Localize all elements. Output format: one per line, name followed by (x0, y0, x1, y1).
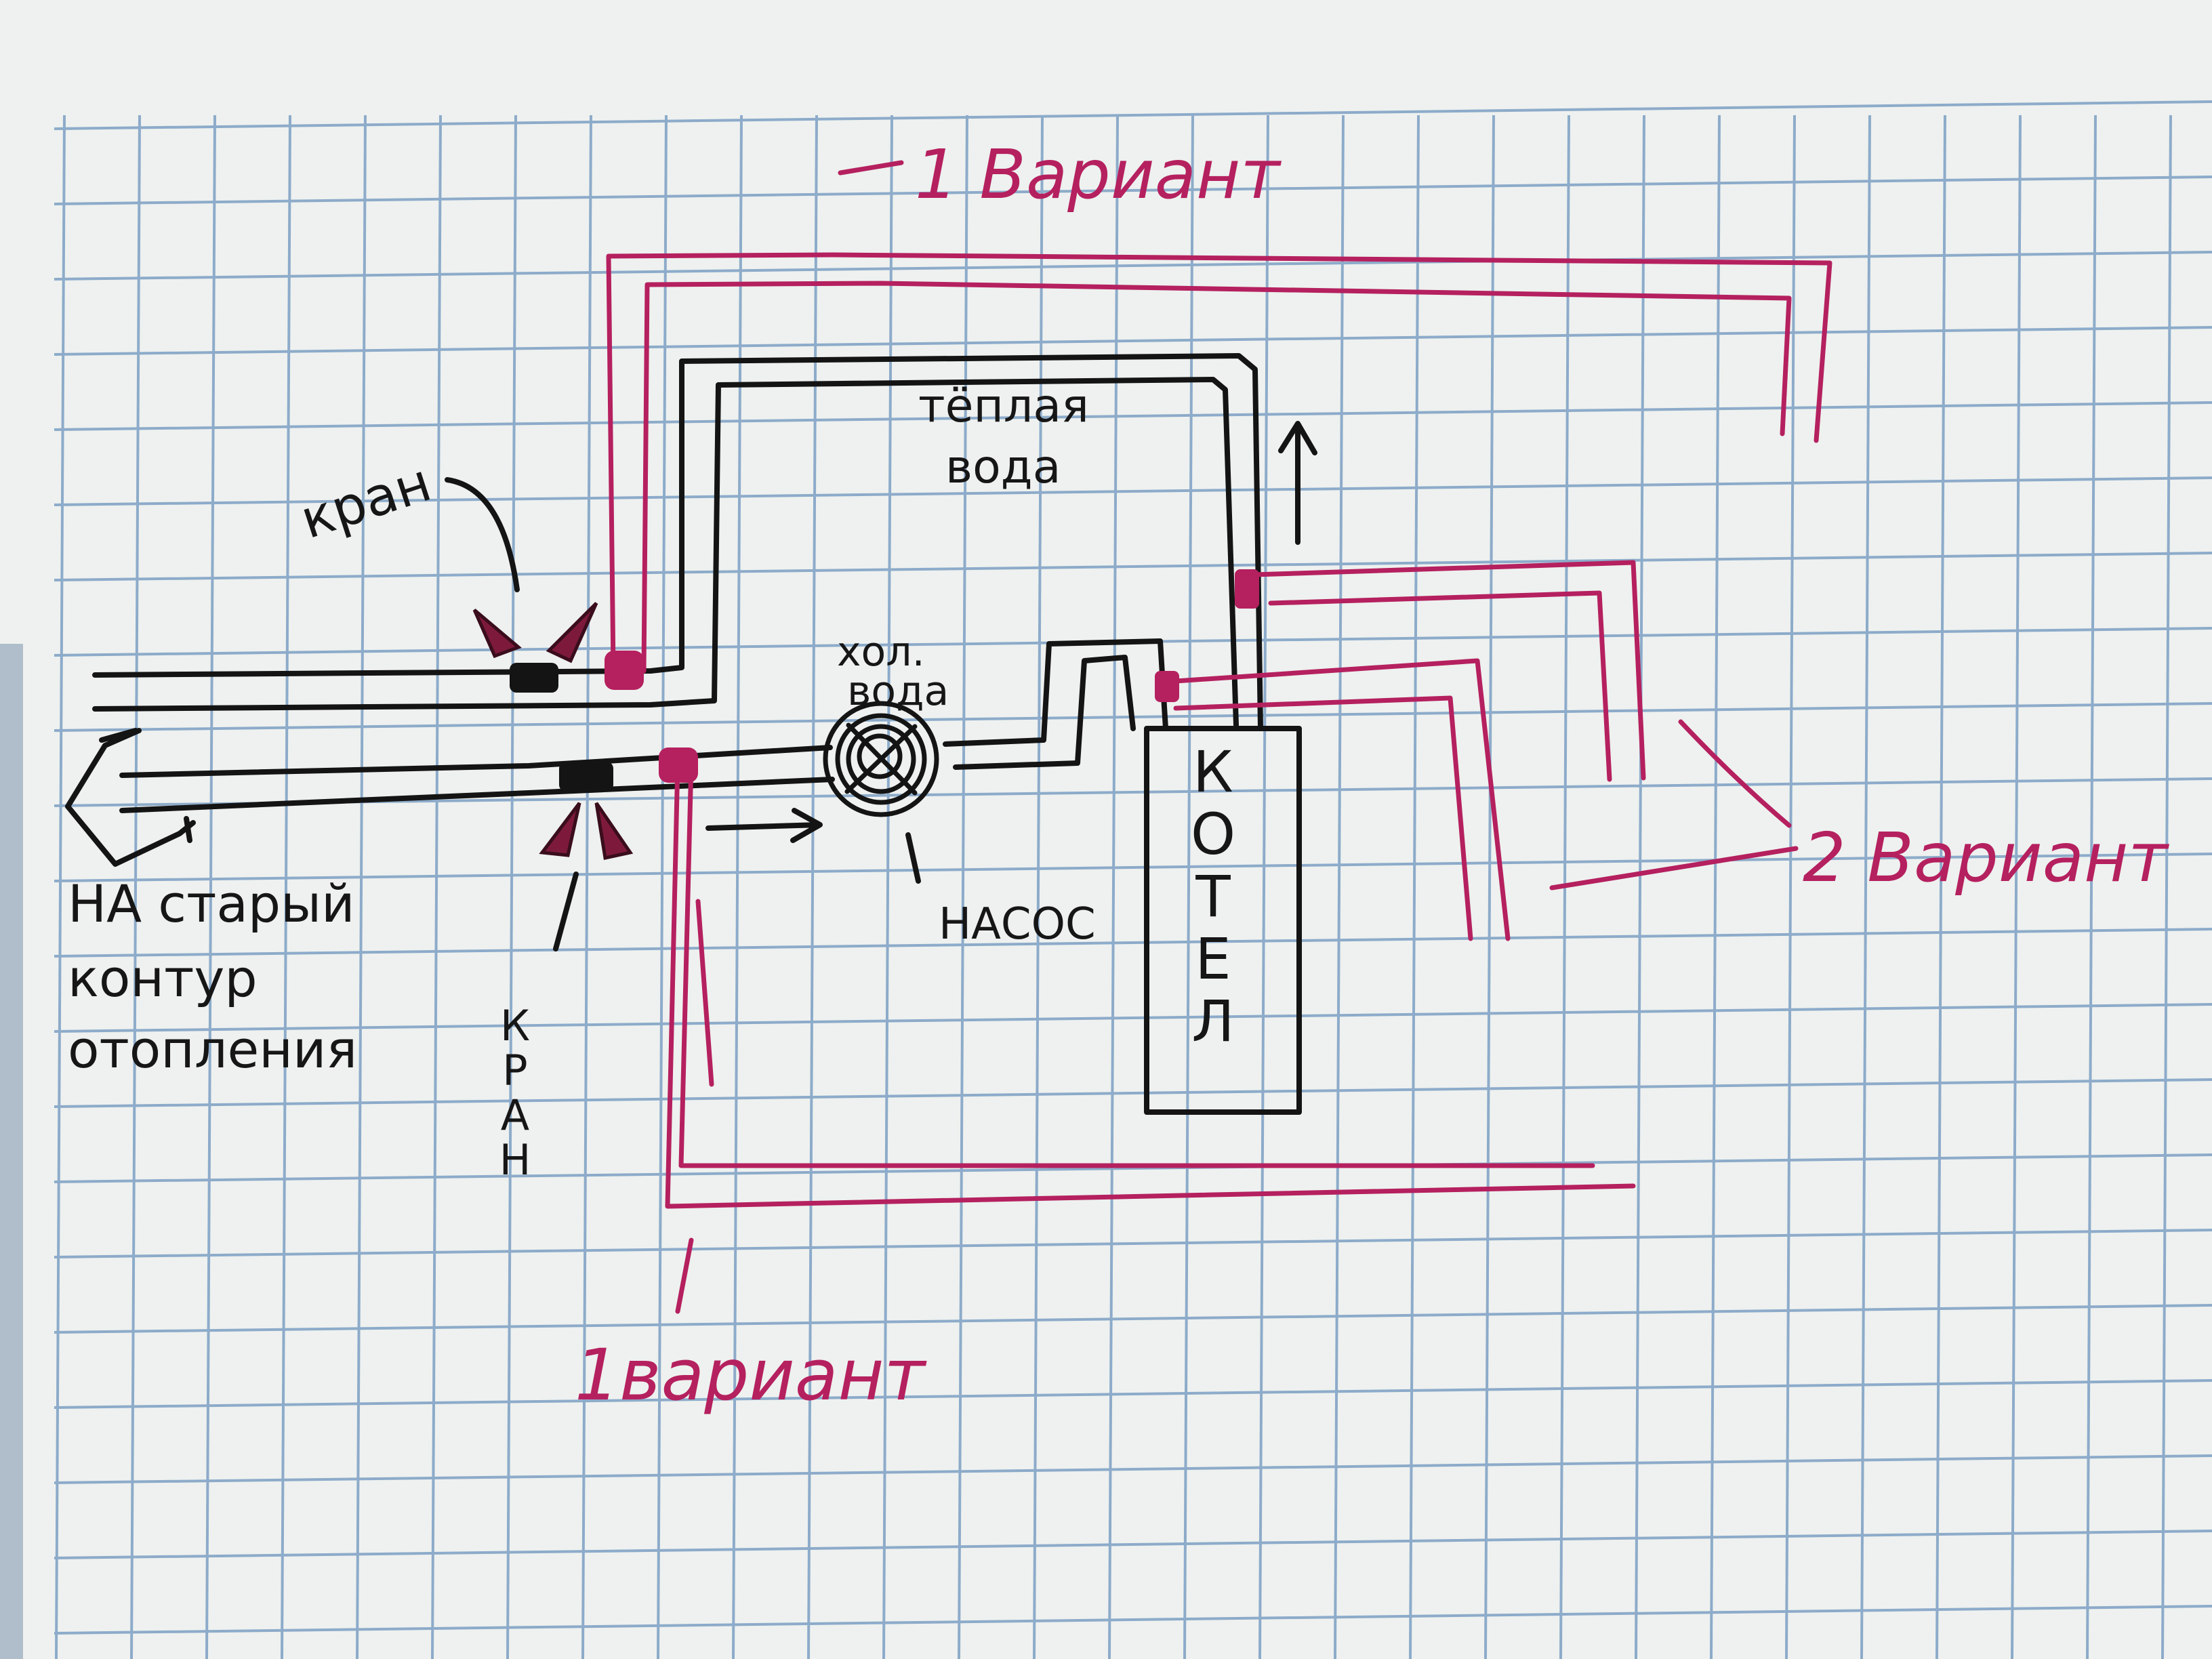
variant-2-pipe (1173, 560, 1799, 941)
grid-line-vertical (1484, 115, 1495, 1659)
flow-right-arrow-icon (705, 808, 823, 843)
grid-line-horizontal (54, 401, 2212, 431)
old-circuit-arrows-icon (65, 728, 196, 867)
grid-line-horizontal (54, 1153, 2212, 1183)
pump-pointer-line (905, 832, 921, 884)
old-circuit-label-line3: отопления (68, 1019, 357, 1080)
warm-water-label-line1: тёплая (918, 380, 1089, 433)
valve-top-symbol (472, 602, 598, 693)
grid-line-horizontal (54, 1229, 2212, 1258)
variant-2-label: 2 Вариант (1803, 818, 2169, 897)
grid-line-vertical (958, 115, 968, 1659)
valve-bottom-letters-letter: А (501, 1090, 529, 1140)
grid-line-vertical (1785, 115, 1796, 1659)
pump-symbol (823, 701, 939, 817)
notebook-cover-edge (0, 644, 23, 1659)
variant-1-top-label: 1 Вариант (915, 135, 1282, 214)
grid-line-vertical (1710, 115, 1721, 1659)
grid-line-horizontal (54, 777, 2212, 807)
grid-line-vertical (2086, 115, 2097, 1659)
valve-bottom-letters-letter: К (500, 1001, 530, 1050)
cold-water-label-line1: хол. (837, 628, 925, 676)
grid-line-horizontal (54, 476, 2212, 506)
grid-line-vertical (1860, 115, 1871, 1659)
grid-line-vertical (1936, 115, 1946, 1659)
grid-line-vertical (2161, 115, 2172, 1659)
boiler-letters-letter: О (1191, 801, 1235, 867)
grid-line-horizontal (54, 1454, 2212, 1484)
boiler-letters-letter: К (1193, 739, 1233, 805)
boiler-letters-letter: Т (1195, 863, 1231, 930)
boiler-letters-letter: Л (1191, 988, 1234, 1054)
flow-arrows (65, 421, 1317, 951)
grid-line-horizontal (54, 1078, 2212, 1108)
flow-up-arrow-icon (1278, 421, 1317, 545)
grid-line-horizontal (54, 1379, 2212, 1409)
warm-water-label-line2: вода (945, 441, 1061, 494)
grid-line-vertical (281, 115, 291, 1659)
grid-line-vertical (356, 115, 367, 1659)
grid-line-vertical (1635, 115, 1645, 1659)
grid-line-horizontal (54, 326, 2212, 356)
valve-bottom-letters-letter: Р (502, 1046, 527, 1095)
boiler-box (1144, 726, 1302, 1115)
grid-line-vertical (1183, 115, 1194, 1659)
grid-line-horizontal (54, 100, 2212, 130)
grid-line-horizontal (54, 1530, 2212, 1559)
grid-line-vertical (55, 115, 66, 1659)
grid-line-vertical (1334, 115, 1345, 1659)
valve-bottom-pointer-line (553, 872, 579, 951)
cold-water-pipe (119, 638, 1168, 813)
variant-1-bottom-label: 1вариант (575, 1334, 928, 1416)
variant-1-bottom-pipe (665, 760, 1636, 1314)
grid-line-horizontal (54, 1304, 2212, 1334)
grid-line-horizontal (54, 853, 2212, 882)
boiler-letters-letter: Е (1195, 926, 1231, 992)
warm-water-pipe (92, 353, 1263, 731)
grid-line-horizontal (54, 1003, 2212, 1033)
grid-line-vertical (882, 115, 893, 1659)
old-circuit-label-line2: контур (68, 948, 258, 1008)
grid-line-vertical (1258, 115, 1269, 1659)
red-joints (605, 569, 1259, 783)
grid-line-vertical (130, 115, 141, 1659)
grid-line-horizontal (54, 251, 2212, 281)
grid-line-vertical (2011, 115, 2022, 1659)
grid-line-horizontal (54, 552, 2212, 581)
valve-top-pointer-line (445, 477, 520, 592)
grid-line-horizontal (54, 176, 2212, 205)
grid-line-vertical (657, 115, 668, 1659)
graph-paper-grid (54, 100, 2212, 1659)
old-circuit-label-line1: НА старый (68, 874, 355, 934)
variant-1-top-pipe (606, 160, 1832, 674)
grid-line-vertical (732, 115, 743, 1659)
valve-bottom-symbol (539, 762, 634, 861)
valve-bottom-letters-letter: Н (499, 1135, 531, 1185)
grid-line-vertical (1108, 115, 1119, 1659)
cold-water-label-line2: вода (847, 668, 949, 715)
grid-line-vertical (807, 115, 818, 1659)
grid-line-vertical (1033, 115, 1044, 1659)
grid-line-horizontal (54, 1605, 2212, 1635)
grid-line-vertical (205, 115, 216, 1659)
grid-line-horizontal (54, 928, 2212, 958)
grid-line-vertical (1409, 115, 1420, 1659)
pump-label: НАСОС (939, 899, 1096, 949)
